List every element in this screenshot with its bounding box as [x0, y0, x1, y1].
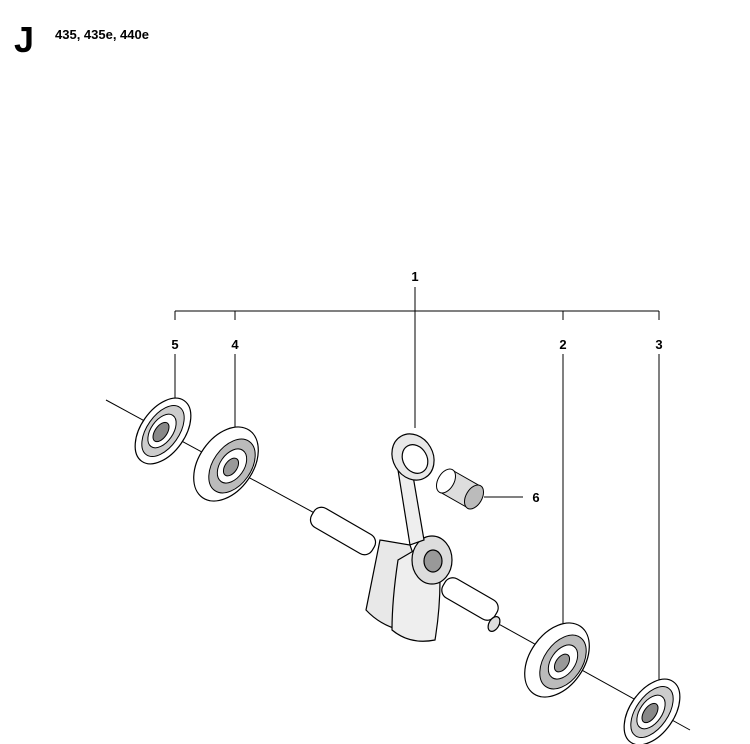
- callout-3: 3: [655, 337, 663, 352]
- section-letter: J: [14, 19, 35, 60]
- callout-6: 6: [532, 490, 540, 505]
- callout-2: 2: [559, 337, 567, 352]
- model-list: 435, 435e, 440e: [55, 27, 149, 42]
- bearing-left: [193, 426, 259, 502]
- needle-bearing: [436, 468, 484, 510]
- seal-left: [134, 397, 192, 465]
- seal-right: [623, 678, 681, 744]
- callout-4: 4: [231, 337, 239, 352]
- crankshaft: [309, 433, 501, 642]
- bearing-right: [524, 622, 590, 698]
- callout-1: 1: [411, 269, 419, 284]
- callout-5: 5: [171, 337, 179, 352]
